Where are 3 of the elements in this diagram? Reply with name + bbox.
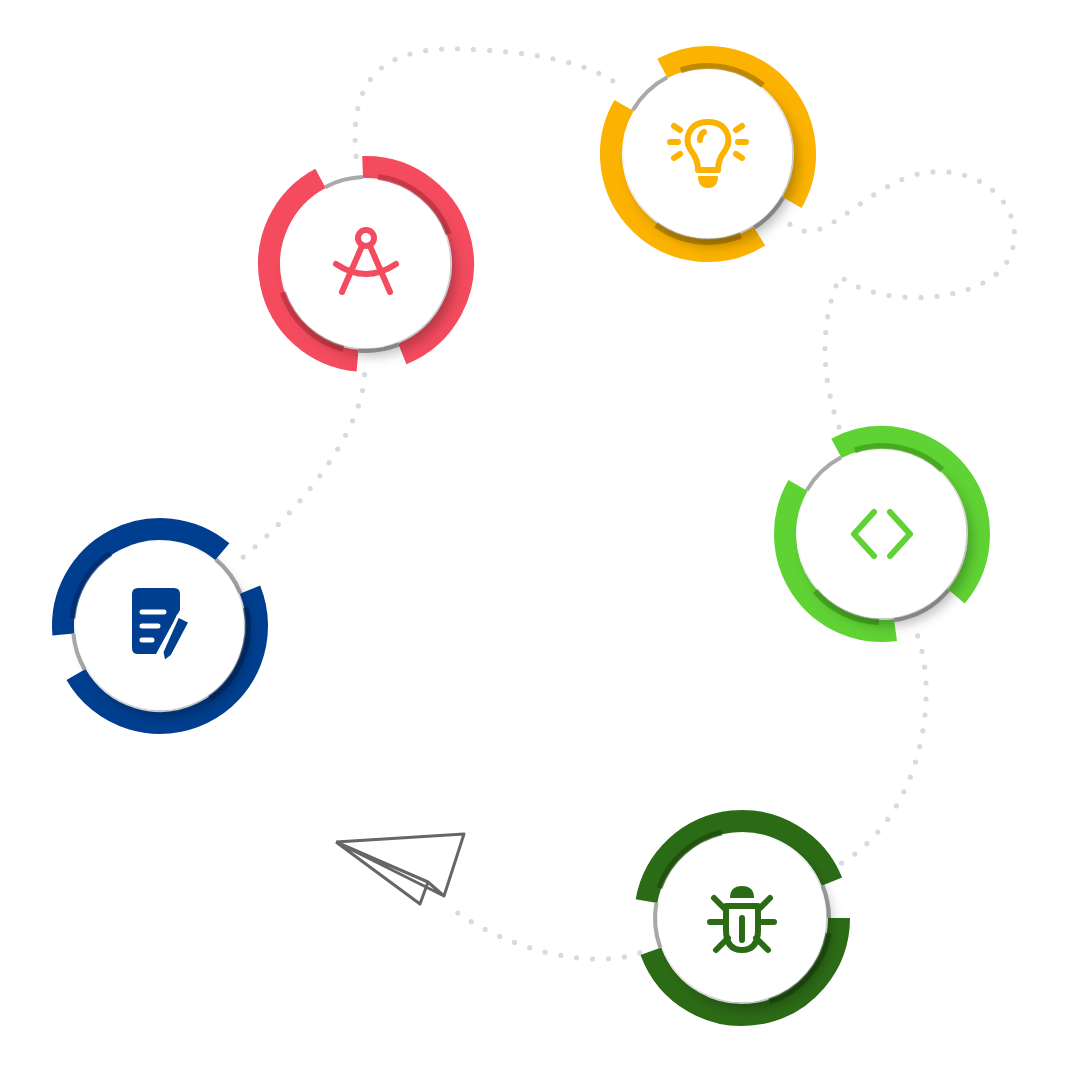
dotted-connector	[240, 369, 368, 560]
dotted-connector	[453, 909, 643, 962]
dotted-connector	[834, 633, 929, 869]
